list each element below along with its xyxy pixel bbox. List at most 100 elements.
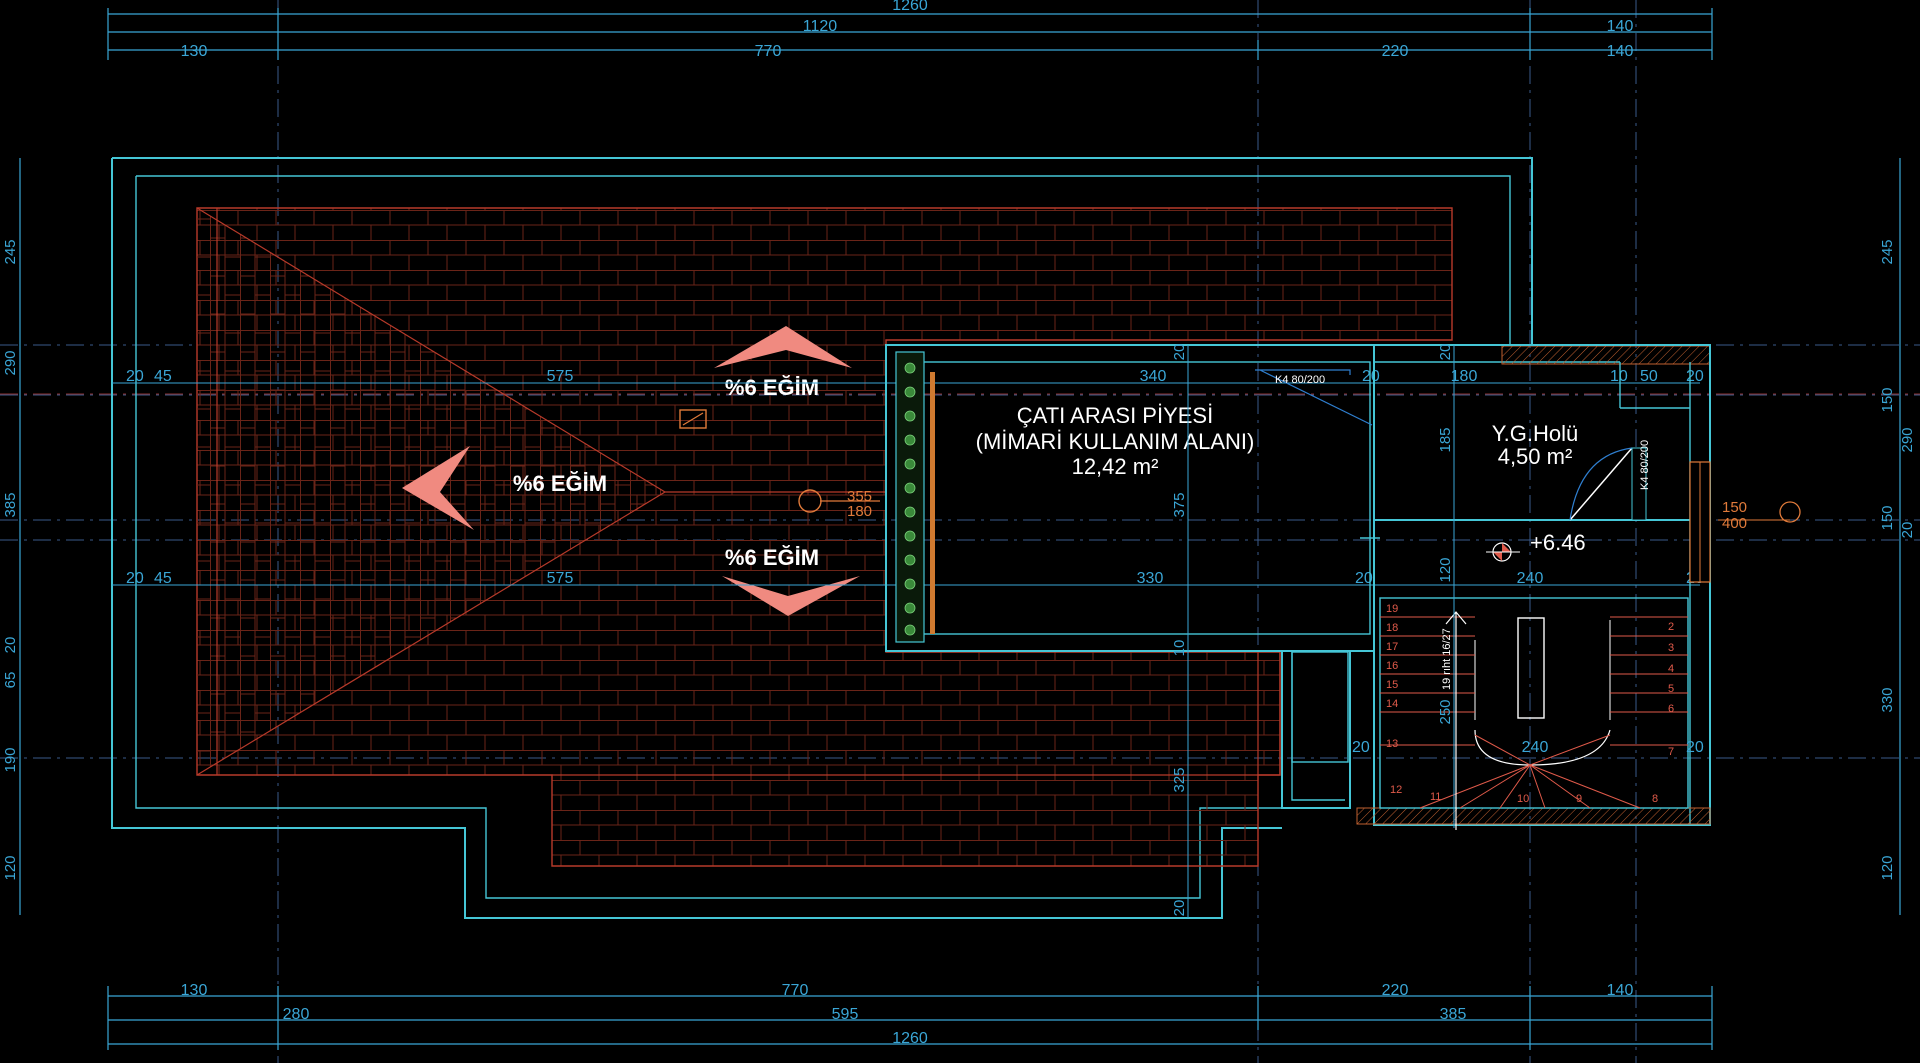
door-right-top: 150: [1722, 499, 1747, 516]
stair-step-12: 12: [1390, 784, 1402, 796]
dim-v-325: 325: [1171, 767, 1188, 792]
stair-numbers-bottom: 11 10 9 8: [1430, 791, 1658, 805]
dim-r1-45: 45: [154, 368, 172, 385]
chimney-dim-bottom: 180: [847, 503, 872, 520]
dim-v-20c: 20: [1437, 344, 1454, 361]
dim-right-330: 330: [1879, 687, 1896, 712]
stair-step-13: 13: [1386, 738, 1398, 750]
slope-arrow-down-icon: [722, 576, 860, 616]
level-label: +6.46: [1530, 530, 1586, 555]
dim-top-220: 220: [1382, 43, 1409, 60]
dim-top-770: 770: [755, 43, 782, 60]
dim-left-65: 65: [2, 672, 19, 689]
dim-top-overall: 1260: [892, 0, 928, 14]
slope-arrow-up-icon: [714, 326, 852, 368]
stair-numbers-right: 2 3 4 5 6 7: [1668, 621, 1674, 758]
stair-step-6: 6: [1668, 703, 1674, 715]
slope-arrows: [402, 326, 860, 616]
hall-door: [1569, 447, 1647, 521]
dim-left-120: 120: [2, 855, 19, 880]
stair-step-4: 4: [1668, 663, 1674, 675]
dim-v-120: 120: [1437, 557, 1454, 582]
dim-r2-240: 240: [1517, 570, 1544, 587]
dim-v-20: 20: [1171, 344, 1188, 361]
window-tag: [1255, 369, 1373, 426]
dim-right-150b: 150: [1879, 505, 1896, 530]
dim-left-290: 290: [2, 350, 19, 375]
stair-step-19: 19: [1386, 603, 1398, 615]
dim-right-120: 120: [1879, 855, 1896, 880]
dim-r2-20: 20: [126, 570, 144, 587]
dim-r2-45: 45: [154, 570, 172, 587]
dim-r1-575: 575: [547, 368, 574, 385]
chimney-dim-top: 355: [847, 488, 872, 505]
staircase: [1379, 597, 1689, 830]
dim-bottom-130: 130: [181, 982, 208, 999]
stair-step-18: 18: [1386, 622, 1398, 634]
dim-v-20b: 20: [1171, 900, 1188, 917]
stair-dim-20-left: 20: [1352, 739, 1370, 756]
stair-step-14: 14: [1386, 698, 1398, 710]
dim-v-375: 375: [1171, 492, 1188, 517]
dim-left-20: 20: [2, 637, 19, 654]
stair-step-3: 3: [1668, 642, 1674, 654]
stair-numbers-left: 19 18 17 16 15 14 13 12: [1386, 603, 1402, 796]
hall-walls: [1356, 344, 1711, 826]
stair-step-7: 7: [1668, 746, 1674, 758]
slope-label-left: %6 EĞİM: [513, 471, 607, 496]
chimney: [679, 409, 880, 513]
attic-window-strip: [895, 351, 935, 643]
stair-step-15: 15: [1386, 679, 1398, 691]
room-hall-area: 4,50 m²: [1498, 444, 1573, 469]
stair-step-2: 2: [1668, 621, 1674, 633]
stair-step-11: 11: [1430, 791, 1441, 803]
level-marker: [1486, 542, 1520, 562]
dim-bottom-140: 140: [1607, 982, 1634, 999]
stair-step-9: 9: [1576, 793, 1582, 805]
inner-vertical-dimension-lines: [1187, 345, 1455, 918]
door-right-bottom: 400: [1722, 515, 1747, 532]
dim-bottom-595: 595: [832, 1006, 859, 1023]
dim-left-385: 385: [2, 492, 19, 517]
stair-dim-20-right: 20: [1686, 739, 1704, 756]
dim-bottom-770: 770: [782, 982, 809, 999]
side-dimension-lines: [19, 158, 1901, 915]
window-tag-label: K4 80/200: [1275, 374, 1325, 386]
dim-bottom-220: 220: [1382, 982, 1409, 999]
top-dimensions: [107, 8, 1713, 60]
stair-step-17: 17: [1386, 641, 1398, 653]
dim-r1-20b: 20: [1362, 368, 1380, 385]
dim-r1-20c: 20: [1686, 368, 1704, 385]
dim-r1-50: 50: [1640, 368, 1658, 385]
dim-right-290: 290: [1899, 427, 1916, 452]
dim-v-250: 250: [1437, 699, 1454, 724]
room-attic-use: (MİMARİ KULLANIM ALANI): [976, 429, 1255, 454]
dim-r2-20b: 20: [1355, 570, 1373, 587]
slope-label-top: %6 EĞİM: [725, 375, 819, 400]
dim-right-20: 20: [1899, 522, 1916, 539]
dim-r2-330: 330: [1137, 570, 1164, 587]
dim-r1-340: 340: [1140, 368, 1167, 385]
door-tag-label: K4 80/200: [1639, 440, 1651, 490]
dim-left-245: 245: [2, 239, 19, 264]
stair-dim-240: 240: [1522, 739, 1549, 756]
north-door-symbol: [1718, 501, 1801, 523]
dim-r1-10: 10: [1610, 368, 1628, 385]
dim-bottom-overall: 1260: [892, 1030, 928, 1047]
stair-step-16: 16: [1386, 660, 1398, 672]
dim-top-130: 130: [181, 43, 208, 60]
dim-v-185: 185: [1437, 427, 1454, 452]
stair-step-10: 10: [1517, 793, 1529, 805]
room-hall-name: Y.G.Holü: [1492, 421, 1578, 446]
dim-top-1120: 1120: [803, 18, 838, 35]
room-attic-area: 12,42 m²: [1072, 454, 1159, 479]
stair-step-5: 5: [1668, 683, 1674, 695]
bottom-dimensions: [107, 986, 1713, 1050]
left-dimensions: 245 290 385 20 65 190 120: [2, 239, 19, 880]
slope-label-bottom: %6 EĞİM: [725, 545, 819, 570]
dim-v-10: 10: [1171, 640, 1188, 657]
dim-right-150a: 150: [1879, 387, 1896, 412]
dim-r2-575: 575: [547, 570, 574, 587]
slope-arrow-left-icon: [402, 446, 474, 530]
